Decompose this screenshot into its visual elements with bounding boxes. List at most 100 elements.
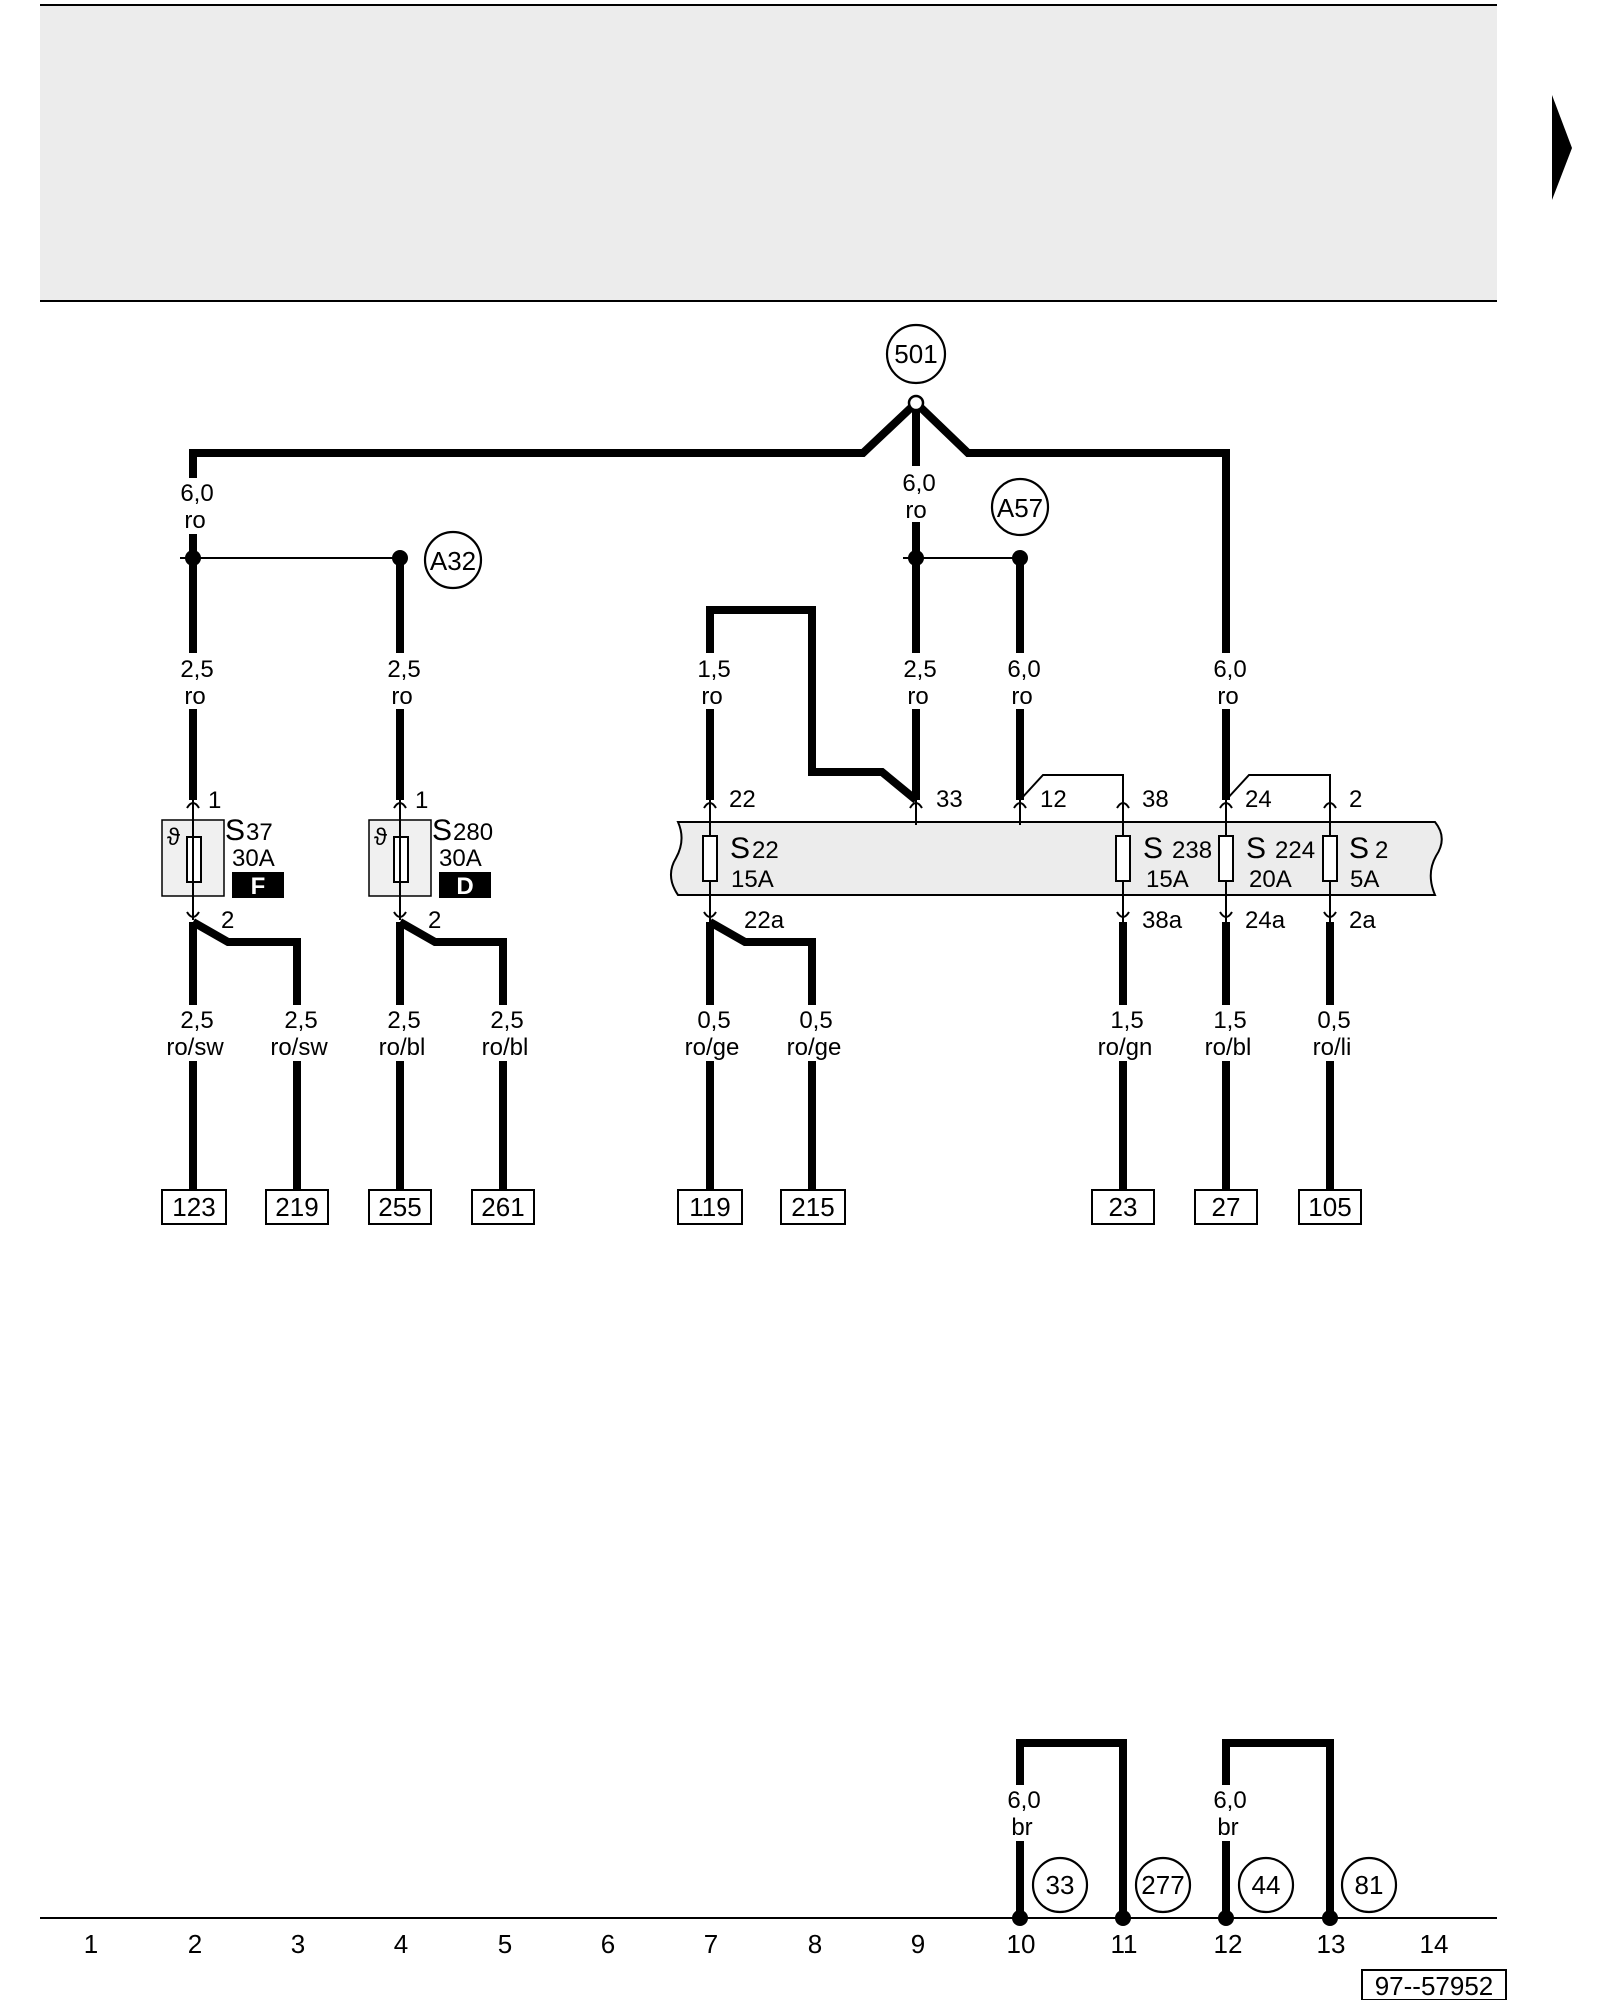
ruler-number: 1 bbox=[84, 1929, 98, 1959]
svg-text:2,5: 2,5 bbox=[180, 1007, 213, 1034]
document-id-box: 97--57952 bbox=[1361, 1969, 1507, 2000]
ref-box-23[interactable]: 23 bbox=[1091, 1189, 1155, 1225]
fuse-s238[interactable]: S 238 15A 38 38a bbox=[1115, 786, 1212, 934]
svg-text:1,5: 1,5 bbox=[697, 656, 730, 683]
svg-text:215: 215 bbox=[791, 1192, 834, 1222]
svg-text:ro/gn: ro/gn bbox=[1098, 1034, 1153, 1061]
node-44: 44 bbox=[1237, 1856, 1295, 1914]
fuse-s238-rating: 15A bbox=[1146, 866, 1189, 893]
fuse-s2[interactable]: S 2 5A 2 2a bbox=[1322, 786, 1388, 934]
fuse-s224-pin-out: 24a bbox=[1245, 907, 1286, 934]
next-page-arrow-icon[interactable] bbox=[1552, 95, 1572, 200]
bridge-24-2 bbox=[1225, 774, 1331, 801]
svg-text:ro/sw: ro/sw bbox=[270, 1034, 328, 1061]
ref-box-261[interactable]: 261 bbox=[471, 1189, 535, 1225]
node-a32 bbox=[423, 530, 483, 590]
fuse-s22-pin-out: 22a bbox=[744, 907, 785, 934]
wire-label-o23: 1,5 ro/gn bbox=[1090, 1005, 1158, 1061]
svg-text:123: 123 bbox=[172, 1192, 215, 1222]
fuse-s37-pin-in: 1 bbox=[208, 787, 221, 814]
fuse-s22-number: 22 bbox=[752, 837, 779, 864]
svg-text:81: 81 bbox=[1355, 1870, 1384, 1900]
wire-label-o215: 0,5 ro/ge bbox=[780, 1005, 848, 1061]
svg-text:ro: ro bbox=[1011, 683, 1032, 710]
svg-text:6,0: 6,0 bbox=[1007, 1787, 1040, 1814]
ruler-number: 12 bbox=[1214, 1929, 1243, 1959]
bridge-12-38 bbox=[1019, 774, 1124, 801]
fuse-s238-letter: S bbox=[1143, 832, 1163, 865]
node-501-label: 501 bbox=[894, 339, 937, 369]
ref-box-219[interactable]: 219 bbox=[265, 1189, 329, 1225]
ref-box-105[interactable]: 105 bbox=[1298, 1189, 1362, 1225]
svg-text:219: 219 bbox=[275, 1192, 318, 1222]
wire-out-261 bbox=[398, 918, 507, 1190]
node-a32-label: A32 bbox=[430, 546, 476, 576]
node-a57-label: A57 bbox=[997, 493, 1043, 523]
wire-size-top-mid: 6,0 bbox=[902, 470, 935, 497]
wire-out-219 bbox=[191, 918, 301, 1190]
wire-s22-in bbox=[706, 606, 919, 804]
ref-box-215[interactable]: 215 bbox=[780, 1189, 846, 1225]
fuse-s37-badge-label: F bbox=[251, 873, 266, 900]
wire-size-top-left: 6,0 bbox=[180, 480, 213, 507]
fuse-s22[interactable]: S 22 15A 22 22a bbox=[702, 786, 785, 934]
wire-label-o255: 2,5 ro/bl bbox=[372, 1005, 432, 1061]
svg-text:119: 119 bbox=[689, 1192, 730, 1222]
node-501 bbox=[885, 323, 947, 385]
ruler-number: 3 bbox=[291, 1929, 305, 1959]
svg-text:ro: ro bbox=[907, 683, 928, 710]
svg-text:1,5: 1,5 bbox=[1213, 1007, 1246, 1034]
fuse-s2-rating: 5A bbox=[1350, 866, 1379, 893]
terminal-12: 12 bbox=[1019, 786, 1067, 825]
node-277: 277 bbox=[1134, 1856, 1192, 1914]
fuse-s238-number: 238 bbox=[1172, 837, 1212, 864]
column-ruler: 1 2 3 4 5 6 7 8 9 10 11 12 13 14 bbox=[84, 1929, 1449, 1959]
wire-label-s224-in: 6,0 ro bbox=[1205, 653, 1249, 710]
fuse-s224-letter: S bbox=[1246, 832, 1266, 865]
ref-box-255[interactable]: 255 bbox=[368, 1189, 432, 1225]
wire-label-t12-in: 6,0 ro bbox=[999, 653, 1043, 710]
ref-box-119[interactable]: 119 bbox=[677, 1189, 743, 1225]
fuse-s22-letter: S bbox=[730, 832, 750, 865]
wire-label-s37-in: 2,5 ro bbox=[172, 653, 216, 710]
ruler-number: 8 bbox=[808, 1929, 822, 1959]
fuse-s37[interactable]: ϑ S 37 30A F 1 2 bbox=[161, 787, 284, 934]
fuse-s2-number: 2 bbox=[1375, 837, 1388, 864]
node-501-junction bbox=[907, 394, 925, 412]
fuse-carrier bbox=[670, 821, 1443, 896]
wire-label-o27: 1,5 ro/bl bbox=[1198, 1005, 1258, 1061]
fuse-s280-pin-out: 2 bbox=[428, 907, 441, 934]
svg-text:ro: ro bbox=[184, 683, 205, 710]
svg-text:ro: ro bbox=[1217, 683, 1238, 710]
fuse-s238-pin-out: 38a bbox=[1142, 907, 1183, 934]
fuse-s2-pin-in: 2 bbox=[1349, 786, 1362, 813]
wire-label-g-right: 6,0 br bbox=[1205, 1785, 1249, 1841]
fuse-s37-rating: 30A bbox=[232, 845, 275, 872]
fuse-s224[interactable]: S 224 20A 24 24a bbox=[1218, 786, 1315, 934]
terminal-12-label: 12 bbox=[1040, 786, 1067, 813]
ref-box-123[interactable]: 123 bbox=[161, 1189, 227, 1225]
ruler-number: 4 bbox=[394, 1929, 408, 1959]
svg-text:0,5: 0,5 bbox=[697, 1007, 730, 1034]
svg-text:255: 255 bbox=[378, 1192, 421, 1222]
svg-text:ro/bl: ro/bl bbox=[482, 1034, 529, 1061]
svg-text:ro: ro bbox=[701, 683, 722, 710]
wire-color-top-left: ro bbox=[184, 507, 205, 534]
fuse-s280[interactable]: ϑ S 280 30A D 1 2 bbox=[368, 787, 493, 934]
fuse-s2-pin-out: 2a bbox=[1349, 907, 1376, 934]
fuse-s280-number: 280 bbox=[453, 819, 493, 846]
wire-label-o119: 0,5 ro/ge bbox=[678, 1005, 746, 1061]
main-bus-left bbox=[189, 400, 919, 558]
svg-text:2,5: 2,5 bbox=[284, 1007, 317, 1034]
svg-text:br: br bbox=[1217, 1814, 1238, 1841]
ruler-number: 5 bbox=[498, 1929, 512, 1959]
wire-label-g-left: 6,0 br bbox=[999, 1785, 1043, 1841]
ref-box-27[interactable]: 27 bbox=[1194, 1189, 1258, 1225]
wire-label-s22-in: 1,5 ro bbox=[689, 653, 733, 710]
svg-text:6,0: 6,0 bbox=[1007, 656, 1040, 683]
svg-text:33: 33 bbox=[1046, 1870, 1075, 1900]
relay-symbol-icon: ϑ bbox=[374, 824, 387, 851]
ruler-number: 6 bbox=[601, 1929, 615, 1959]
svg-text:2,5: 2,5 bbox=[387, 1007, 420, 1034]
wire-color-top-mid: ro bbox=[905, 497, 926, 524]
